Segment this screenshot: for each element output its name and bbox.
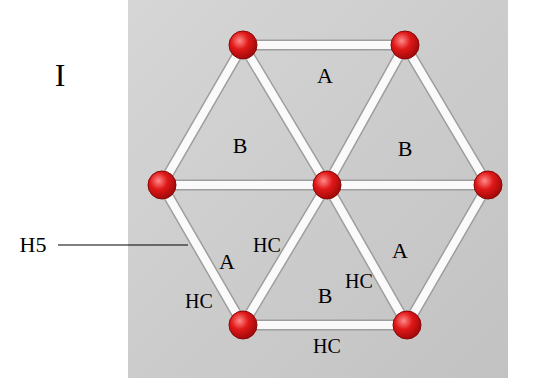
red-balls <box>148 31 502 339</box>
white-sticks <box>162 45 488 325</box>
callout-label: H5 <box>20 234 47 256</box>
region-label: HC <box>185 291 213 311</box>
stick-shadows <box>162 45 488 325</box>
region-label: B <box>233 135 248 157</box>
region-label: HC <box>313 336 341 356</box>
region-label: HC <box>345 271 373 291</box>
region-label: B <box>398 138 413 160</box>
panel-numeral: I <box>55 59 66 91</box>
region-label: A <box>219 251 235 273</box>
region-label: A <box>392 240 408 262</box>
region-label: HC <box>253 235 281 255</box>
photo-ground <box>128 0 508 378</box>
region-label: A <box>317 65 333 87</box>
region-label: B <box>318 285 333 307</box>
leader-line <box>58 244 188 245</box>
